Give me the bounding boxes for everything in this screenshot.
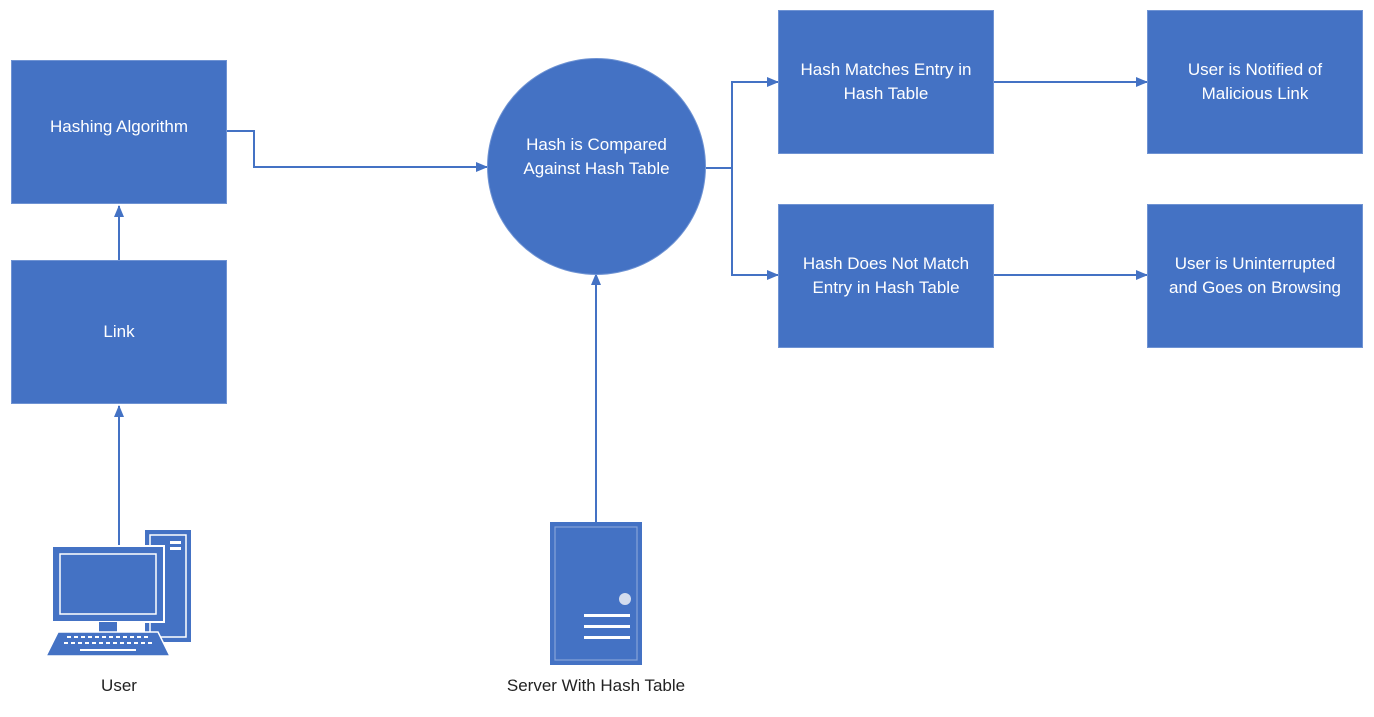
hash-compared-label: Hash is Compared Against Hash Table xyxy=(523,134,670,178)
link-box: Link xyxy=(11,260,227,404)
hashing-algorithm-box: Hashing Algorithm xyxy=(11,60,227,204)
user-notified-box: User is Notified of Malicious Link xyxy=(1147,10,1363,154)
arrow-compare-to-nomatch xyxy=(731,168,779,280)
user-caption: User xyxy=(101,676,137,695)
link-label: Link xyxy=(103,322,135,341)
hash-matches-box: Hash Matches Entry in Hash Table xyxy=(778,10,994,154)
arrow-hashing-to-compare xyxy=(227,130,488,172)
server-caption: Server With Hash Table xyxy=(506,676,686,695)
user-notified-label: User is Notified of Malicious Link xyxy=(1187,60,1323,103)
hash-no-match-label: Hash Does Not Match Entry in Hash Table xyxy=(802,254,970,297)
user-uninterrupted-label: User is Uninterrupted and Goes on Browsi… xyxy=(1169,254,1341,297)
user-uninterrupted-box: User is Uninterrupted and Goes on Browsi… xyxy=(1147,204,1363,348)
server-tower-icon xyxy=(550,522,642,665)
hash-compared-circle: Hash is Compared Against Hash Table xyxy=(487,58,706,275)
hash-no-match-box: Hash Does Not Match Entry in Hash Table xyxy=(778,204,994,348)
arrow-compare-to-match xyxy=(706,77,779,169)
hashing-algorithm-label: Hashing Algorithm xyxy=(50,117,188,136)
computer-workstation-icon xyxy=(44,530,191,657)
hash-matches-label: Hash Matches Entry in Hash Table xyxy=(800,60,972,103)
